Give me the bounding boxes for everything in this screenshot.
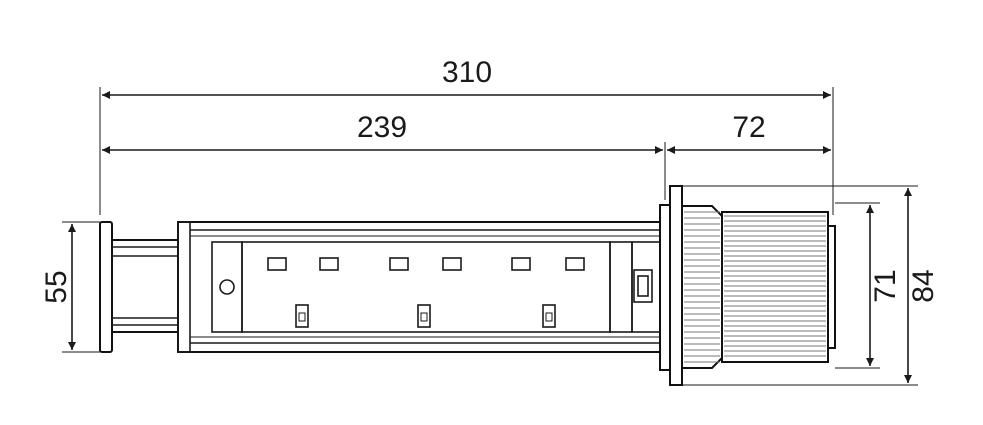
tube-length-label: 239 [357,111,407,144]
flange-collar [659,185,723,386]
collar-length-label: 72 [732,111,765,144]
overall-length-label: 310 [442,56,492,89]
thread-diameter-label: 71 [869,269,902,302]
power-switch-icon [219,279,235,295]
cap-height-label: 55 [40,270,73,303]
dimension-collar-length: 72 [667,111,831,154]
socket-tower-body [177,221,667,353]
end-cap [99,221,179,353]
socket-outlet-2 [389,257,462,328]
usb-port-icon [633,269,653,303]
dimension-flange-diameter: 84 [680,185,940,386]
dimension-cap-height: 55 [40,221,100,353]
socket-outlet-1 [267,257,339,328]
dimension-thread-diameter: 71 [835,202,902,369]
dimension-tube-length: 239 [102,111,666,200]
socket-outlet-3 [511,257,585,328]
threaded-housing [721,211,836,363]
flange-diameter-label: 84 [907,269,940,302]
dimension-overall-length: 310 [99,56,834,215]
